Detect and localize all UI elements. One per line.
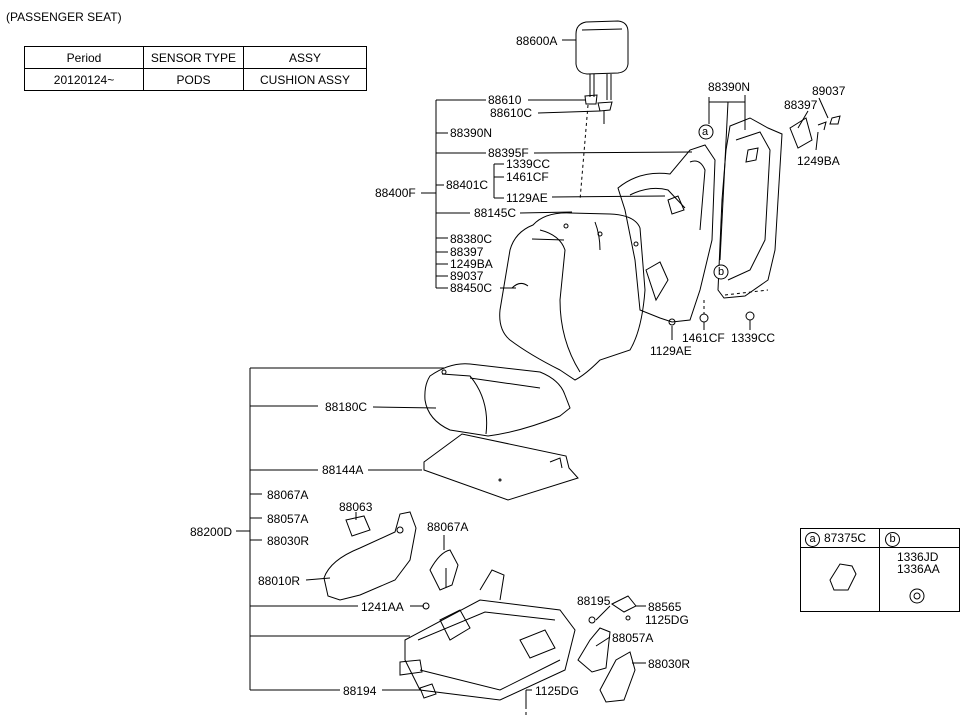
part-label-1129AE-b: 1129AE <box>650 344 692 358</box>
part-label-88194: 88194 <box>343 684 377 698</box>
legend-a-circle: a <box>805 532 820 547</box>
cell-assy: CUSHION ASSY <box>243 68 367 91</box>
part-label-88400F: 88400F <box>375 186 416 200</box>
heater-pad-shape <box>423 433 579 501</box>
part-label-88063: 88063 <box>339 500 373 514</box>
part-label-1461CF-a: 1461CF <box>506 170 549 184</box>
part-label-88195: 88195 <box>577 594 611 608</box>
part-label-1461CF-b: 1461CF <box>682 331 725 345</box>
header-period: Period <box>24 46 144 69</box>
part-label-1129AE-a: 1129AE <box>506 191 548 205</box>
legend-a-drawing <box>829 563 857 591</box>
part-label-88145C: 88145C <box>474 206 517 220</box>
part-label-1125DG-b: 1125DG <box>535 684 579 698</box>
legend-a-part: 87375C <box>824 531 867 545</box>
part-label-88390N-left: 88390N <box>450 126 493 140</box>
part-label-88450C: 88450C <box>450 281 493 295</box>
part-label-88380C: 88380C <box>450 232 493 246</box>
part-label-88030R-right: 88030R <box>648 657 691 671</box>
part-label-88397-left: 88397 <box>450 245 484 259</box>
part-label-1249BA-right: 1249BA <box>797 154 840 168</box>
small-clip-shape <box>789 115 841 149</box>
part-label-88057A-right: 88057A <box>612 631 654 645</box>
legend-b-part-2: 1336AA <box>897 562 940 576</box>
part-label-88180C: 88180C <box>325 400 368 414</box>
legend-b-drawing <box>909 588 925 604</box>
part-label-1339CC-b: 1339CC <box>731 331 776 345</box>
back-cushion-shape <box>499 212 646 381</box>
legend-divider-horizontal <box>801 547 959 548</box>
cell-period: 20120124~ <box>24 68 144 91</box>
callout-b <box>713 264 729 280</box>
part-label-1241AA: 1241AA <box>361 600 404 614</box>
legend-b-circle: b <box>885 532 900 547</box>
sensor-info-table: Period SENSOR TYPE ASSY 20120124~ PODS C… <box>24 46 367 91</box>
header-assy: ASSY <box>243 46 367 69</box>
part-label-88067A-left: 88067A <box>267 488 309 502</box>
part-label-88390N-right: 88390N <box>708 80 751 94</box>
cell-sensor-type: PODS <box>143 68 244 91</box>
part-label-89037-right: 89037 <box>812 84 846 98</box>
callout-a <box>698 124 714 140</box>
legend-divider-vertical <box>879 529 880 611</box>
bottom-small-parts <box>419 683 527 718</box>
callout-a-letter: a <box>702 126 709 138</box>
part-label-88397-right: 88397 <box>784 98 818 112</box>
side-cover-left-shape <box>323 511 417 601</box>
back-panel-shape <box>717 117 783 299</box>
legend-b-parts: 1336JD 1336AA <box>897 551 940 575</box>
part-label-88030R-left: 88030R <box>267 534 310 548</box>
group-88200D-leaders <box>236 367 646 691</box>
callout-b-letter: b <box>718 266 725 278</box>
part-label-1339CC-a: 1339CC <box>506 157 551 171</box>
part-label-88610C: 88610C <box>490 106 533 120</box>
seat-cushion-shape <box>424 363 571 437</box>
part-label-88200D: 88200D <box>190 525 233 539</box>
callout-legend: a 87375C b 1336JD 1336AA <box>800 528 960 612</box>
part-label-88565: 88565 <box>648 600 682 614</box>
back-frame-shape <box>617 144 716 323</box>
part-label-88401C: 88401C <box>446 178 489 192</box>
part-label-88395F: 88395F <box>488 146 529 160</box>
table-header-row: Period SENSOR TYPE ASSY <box>24 46 367 69</box>
page-title: (PASSENGER SEAT) <box>6 10 122 24</box>
back-fasteners <box>668 289 769 326</box>
part-label-88067A-right: 88067A <box>427 520 469 534</box>
part-label-88010R: 88010R <box>258 574 301 588</box>
headrest-shape <box>575 20 629 100</box>
part-label-88144A: 88144A <box>322 463 364 477</box>
part-label-1125DG-a: 1125DG <box>645 613 689 627</box>
legend-b: b <box>885 531 904 547</box>
part-label-88057A-left: 88057A <box>267 512 309 526</box>
part-label-88600A: 88600A <box>516 34 558 48</box>
part-label-88610: 88610 <box>488 93 522 107</box>
seat-frame-shape <box>399 569 576 701</box>
headrest-guides <box>579 94 613 201</box>
legend-b-part-1: 1336JD <box>897 550 939 564</box>
part-label-89037-left: 89037 <box>450 269 484 283</box>
group-88400F-leaders <box>421 39 693 289</box>
header-sensor-type: SENSOR TYPE <box>143 46 244 69</box>
legend-a: a 87375C <box>805 531 866 547</box>
right-side-parts <box>422 595 637 703</box>
table-row: 20120124~ PODS CUSHION ASSY <box>24 68 367 91</box>
right-leaders <box>671 95 829 340</box>
recliner-bracket-shape <box>429 549 459 591</box>
part-label-1249BA-left: 1249BA <box>450 257 493 271</box>
